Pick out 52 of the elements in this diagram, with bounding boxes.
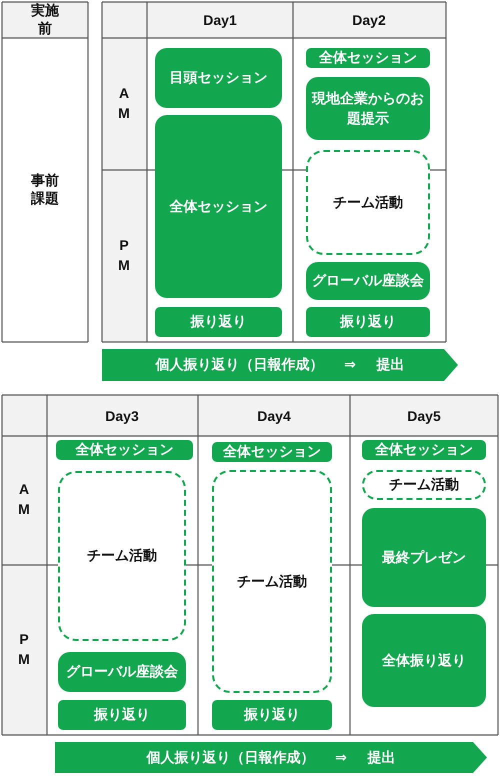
session-box <box>155 115 282 298</box>
box-text: 振り返り <box>92 705 151 724</box>
session-box <box>362 440 486 460</box>
box-text: 振り返り <box>338 312 397 332</box>
session-box <box>362 614 486 707</box>
session-box <box>58 700 186 730</box>
box-text: チーム活動 <box>86 546 158 566</box>
box-text: チーム活動 <box>236 572 308 591</box>
row-header: PM <box>17 630 31 669</box>
column-header: 実施前 <box>30 2 60 38</box>
box-text: グローバル座談会 <box>65 662 179 682</box>
session-box <box>155 48 282 108</box>
box-text: 全体セッション <box>318 48 418 68</box>
row-header: PM <box>117 236 131 275</box>
session-box <box>212 442 332 462</box>
session-box <box>362 508 486 607</box>
session-box <box>212 700 332 730</box>
box-text: 目頭セッション <box>168 68 268 88</box>
box-text: 振り返り <box>242 705 301 724</box>
row-header: AM <box>17 480 31 519</box>
banner-text: 個人振り返り（日報作成） ⇒ 提出 <box>145 748 397 767</box>
activity-box <box>212 470 332 693</box>
column-header: Day1 <box>203 12 237 28</box>
box-text: 現地企業からのお題提示 <box>310 88 425 128</box>
session-box <box>155 307 282 337</box>
box-text: 最終プレゼン <box>381 548 467 567</box>
session-box <box>306 262 430 300</box>
box-text: 振り返り <box>189 312 248 332</box>
arrow-banner <box>55 742 487 773</box>
column-header: Day4 <box>257 408 291 424</box>
arrow-banner <box>102 349 458 381</box>
column-header: Day2 <box>352 12 386 28</box>
session-box <box>306 307 430 337</box>
box-text: チーム活動 <box>332 192 404 212</box>
session-box <box>56 440 193 460</box>
activity-box <box>58 471 186 641</box>
session-box <box>306 48 430 68</box>
box-text: 全体セッション <box>374 440 474 460</box>
box-text: 全体セッション <box>222 442 322 462</box>
session-box <box>306 77 430 140</box>
box-text: グローバル座談会 <box>311 271 425 290</box>
banner-text: 個人振り返り（日報作成） ⇒ 提出 <box>154 355 406 374</box>
activity-box <box>306 150 430 255</box>
row-header: AM <box>117 84 131 123</box>
column-header: Day5 <box>407 408 441 424</box>
column-header: Day3 <box>105 408 139 424</box>
box-text: 全体振り返り <box>381 650 467 670</box>
row-header: 事前課題 <box>30 172 60 208</box>
box-text: 全体セッション <box>74 440 174 460</box>
box-text: チーム活動 <box>388 475 460 494</box>
box-text: 全体セッション <box>168 196 268 216</box>
session-box <box>58 652 186 692</box>
